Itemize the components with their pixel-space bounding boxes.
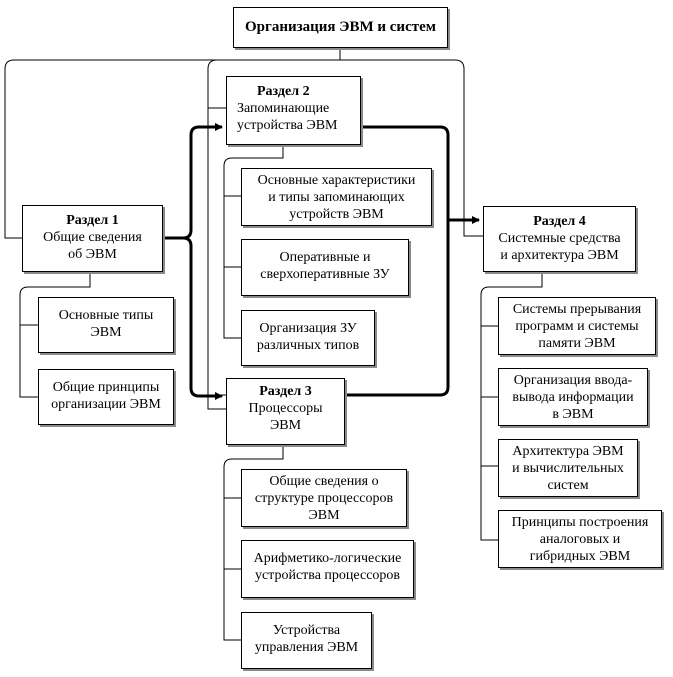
line-title-right <box>340 59 483 237</box>
s1-topic-2: Общие принципы организации ЭВМ <box>38 369 174 425</box>
s3-topic-3: Устройства управления ЭВМ <box>241 612 372 669</box>
arrow-s2-s4 <box>361 125 480 224</box>
section-1-heading: Раздел 1 <box>66 213 119 228</box>
section-2-box: Раздел 2 Запоминающие устройства ЭВМ <box>226 76 361 145</box>
section-2-text: Запоминающие устройства ЭВМ <box>237 101 338 133</box>
line-title-inner <box>207 59 340 410</box>
line-s4-topics <box>480 272 543 541</box>
s2-topic-1: Основные характеристики и типы запоминаю… <box>241 168 432 226</box>
title-text: Организация ЭВМ и систем <box>245 19 436 35</box>
line-title-outer <box>4 48 341 239</box>
section-4-heading: Раздел 4 <box>533 214 586 229</box>
line-s2-topics <box>223 145 284 339</box>
line-s1-topics <box>19 272 91 398</box>
section-3-text: Процессоры ЭВМ <box>248 401 323 433</box>
s2-topic-3: Организация ЗУ различных типов <box>241 310 375 366</box>
arrow-s1-s3 <box>182 236 223 400</box>
line-s3-topics <box>223 445 284 641</box>
arrow-s1-s2 <box>163 123 223 240</box>
s4-topic-1: Системы прерывания программ и системы па… <box>498 297 656 355</box>
section-3-heading: Раздел 3 <box>259 384 312 399</box>
s1-topic-1: Основные типы ЭВМ <box>38 297 174 353</box>
section-4-text: Системные средства и архитектура ЭВМ <box>498 231 621 263</box>
section-4-box: Раздел 4 Системные средства и архитектур… <box>483 206 636 272</box>
s4-topic-3: Архитектура ЭВМ и вычислительных систем <box>498 439 638 497</box>
s4-topic-4: Принципы построения аналоговых и гибридн… <box>498 510 662 568</box>
s3-topic-2: Арифметико-логические устройства процесс… <box>241 540 414 598</box>
diagram-title: Организация ЭВМ и систем <box>233 7 448 48</box>
section-2-heading: Раздел 2 <box>257 84 310 99</box>
s4-topic-2: Организация ввода- вывода информации в Э… <box>498 368 648 426</box>
arrow-s3-s4 <box>345 220 450 397</box>
section-1-box: Раздел 1 Общие сведения об ЭВМ <box>22 205 163 272</box>
s3-topic-1: Общие сведения о структуре процессоров Э… <box>241 469 407 527</box>
s2-topic-2: Оперативные и сверхоперативные ЗУ <box>241 239 409 296</box>
section-1-text: Общие сведения об ЭВМ <box>43 230 142 262</box>
section-3-box: Раздел 3 Процессоры ЭВМ <box>226 378 345 445</box>
